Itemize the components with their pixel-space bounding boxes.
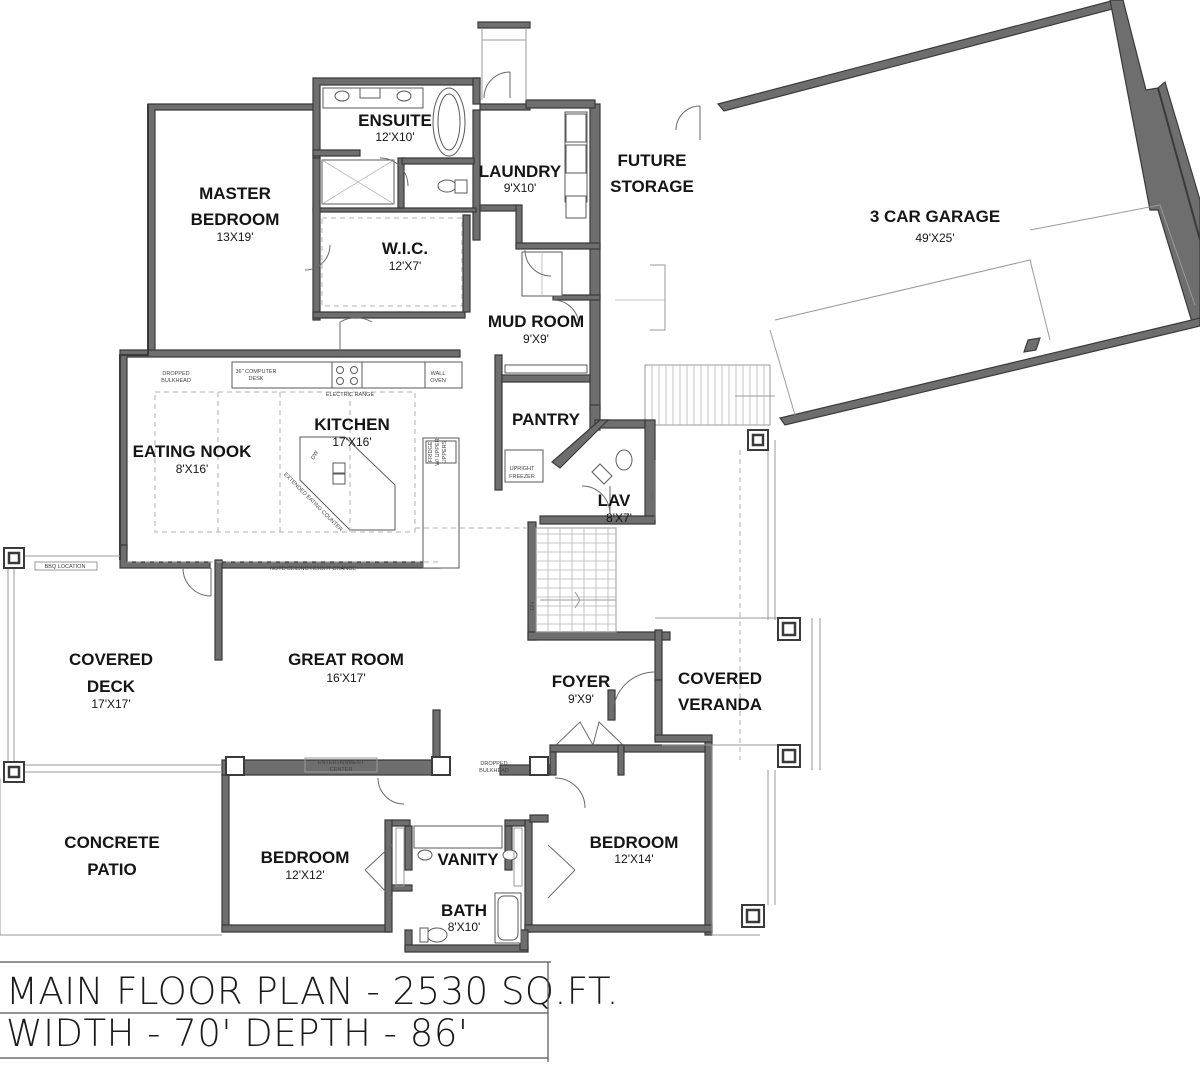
room-deck-name-1: COVERED [69, 650, 153, 669]
doors [182, 71, 701, 899]
room-master-name-2: BEDROOM [191, 210, 280, 229]
room-mud-dim: 9'X9' [523, 332, 549, 346]
main-stair [535, 527, 617, 633]
room-future-name-1: FUTURE [618, 151, 687, 170]
note-dn: DN [530, 602, 536, 610]
room-bed3-dim: 12'X14' [614, 852, 653, 866]
note-bulkhead2-2: BULKHEAD [479, 768, 509, 774]
note-computer-desk-2: DESK [249, 376, 264, 382]
room-deck-name-2: DECK [87, 677, 136, 696]
bath-fixtures [395, 825, 523, 944]
room-great-dim: 16'X17' [326, 671, 365, 685]
room-master-name-1: MASTER [199, 184, 271, 203]
note-dropped-bulkhead-1: DROPPED [162, 371, 189, 377]
column-veranda-2 [777, 617, 801, 641]
room-deck-dim: 17'X17' [91, 697, 130, 711]
note-fridge-1: FRIDGE [428, 441, 434, 462]
note-fridge-2: W/ UPPER [435, 438, 441, 465]
lav-fixtures [591, 449, 633, 485]
ensuite-fixtures [321, 87, 468, 205]
wic-shelf-outline [321, 217, 463, 307]
columns [3, 429, 801, 928]
room-kitchen-dim: 17'X16' [332, 435, 371, 449]
room-master-dim: 13X19' [217, 230, 254, 244]
deck-patio [0, 555, 222, 936]
room-ensuite-dim: 12'X10' [375, 130, 414, 144]
column-veranda-1 [747, 429, 769, 451]
room-ensuite-name: ENSUITE [358, 111, 432, 130]
room-garage-dim: 49'X25' [915, 231, 954, 245]
note-wall-oven-1: WALL [431, 371, 446, 377]
room-laundry-dim: 9'X10' [504, 181, 537, 195]
note-freezer-1: UPRIGHT [510, 466, 535, 472]
room-bed3-name: BEDROOM [590, 833, 679, 852]
room-kitchen-name: KITCHEN [314, 415, 390, 434]
column-veranda-4 [741, 904, 765, 928]
room-bath-name: BATH [441, 901, 487, 920]
note-ceiling-change: NOTE CEILING HEIGHT CHANGE [270, 566, 356, 572]
room-nook-dim: 8'X16' [176, 462, 209, 476]
note-electric-range: ELECTRIC RANGE [326, 392, 375, 398]
garage-walls [589, 0, 1200, 426]
entry-stoop [477, 21, 531, 100]
room-wic-name: W.I.C. [382, 239, 428, 258]
note-dw: DW [310, 449, 320, 461]
note-computer-desk-1: 36" COMPUTER [235, 369, 276, 375]
note-entertainment-1: ENTERTAINMENT [318, 760, 365, 766]
room-nook-name: EATING NOOK [133, 442, 252, 461]
room-lav-name: LAV [598, 491, 631, 510]
column-deck-top [3, 547, 25, 569]
room-bed2-dim: 12'X12' [285, 868, 324, 882]
column-veranda-3 [777, 744, 801, 768]
plan-notes: DROPPED BULKHEAD 36" COMPUTER DESK ELECT… [45, 369, 536, 774]
room-labels: ENSUITE 12'X10' MASTER BEDROOM 13X19' W.… [64, 111, 1000, 934]
title-block: MAIN FLOOR PLAN - 2530 SQ.FT. WIDTH - 70… [0, 961, 619, 1062]
room-veranda-name-2: VERANDA [678, 695, 762, 714]
note-bbq: BBQ LOCATION [45, 564, 86, 570]
room-foyer-dim: 9'X9' [568, 692, 594, 706]
note-freezer-2: FREEZER [509, 474, 535, 480]
room-garage-name: 3 CAR GARAGE [870, 207, 1000, 226]
room-pantry-name: PANTRY [512, 410, 581, 429]
room-laundry-name: LAUNDRY [479, 162, 562, 181]
title-line-2: WIDTH - 70' DEPTH - 86' [6, 1012, 469, 1055]
room-lav-dim: 8'X7' [606, 511, 632, 525]
note-bulkhead2-1: DROPPED [480, 761, 507, 767]
room-wic-dim: 12'X7' [389, 259, 422, 273]
note-fridge-3: UPPERS [442, 440, 448, 463]
title-line-1: MAIN FLOOR PLAN - 2530 SQ.FT. [6, 970, 619, 1013]
room-bath-dim: 8'X10' [448, 920, 481, 934]
room-mud-name: MUD ROOM [488, 312, 584, 331]
note-entertainment-2: CENTER [330, 767, 353, 773]
garage-stair [615, 264, 775, 426]
room-patio-name-1: CONCRETE [64, 833, 159, 852]
room-bed2-name: BEDROOM [261, 848, 350, 867]
kitchen-fixtures [127, 361, 530, 569]
note-dropped-bulkhead-2: BULKHEAD [161, 378, 191, 384]
room-vanity-name: VANITY [437, 850, 499, 869]
veranda [655, 440, 821, 936]
room-foyer-name: FOYER [552, 672, 611, 691]
note-wall-oven-2: OVEN [430, 378, 446, 384]
room-veranda-name-1: COVERED [678, 669, 762, 688]
room-future-name-2: STORAGE [610, 177, 694, 196]
room-great-name: GREAT ROOM [288, 650, 404, 669]
column-deck-bottom [3, 761, 25, 783]
room-patio-name-2: PATIO [87, 860, 136, 879]
